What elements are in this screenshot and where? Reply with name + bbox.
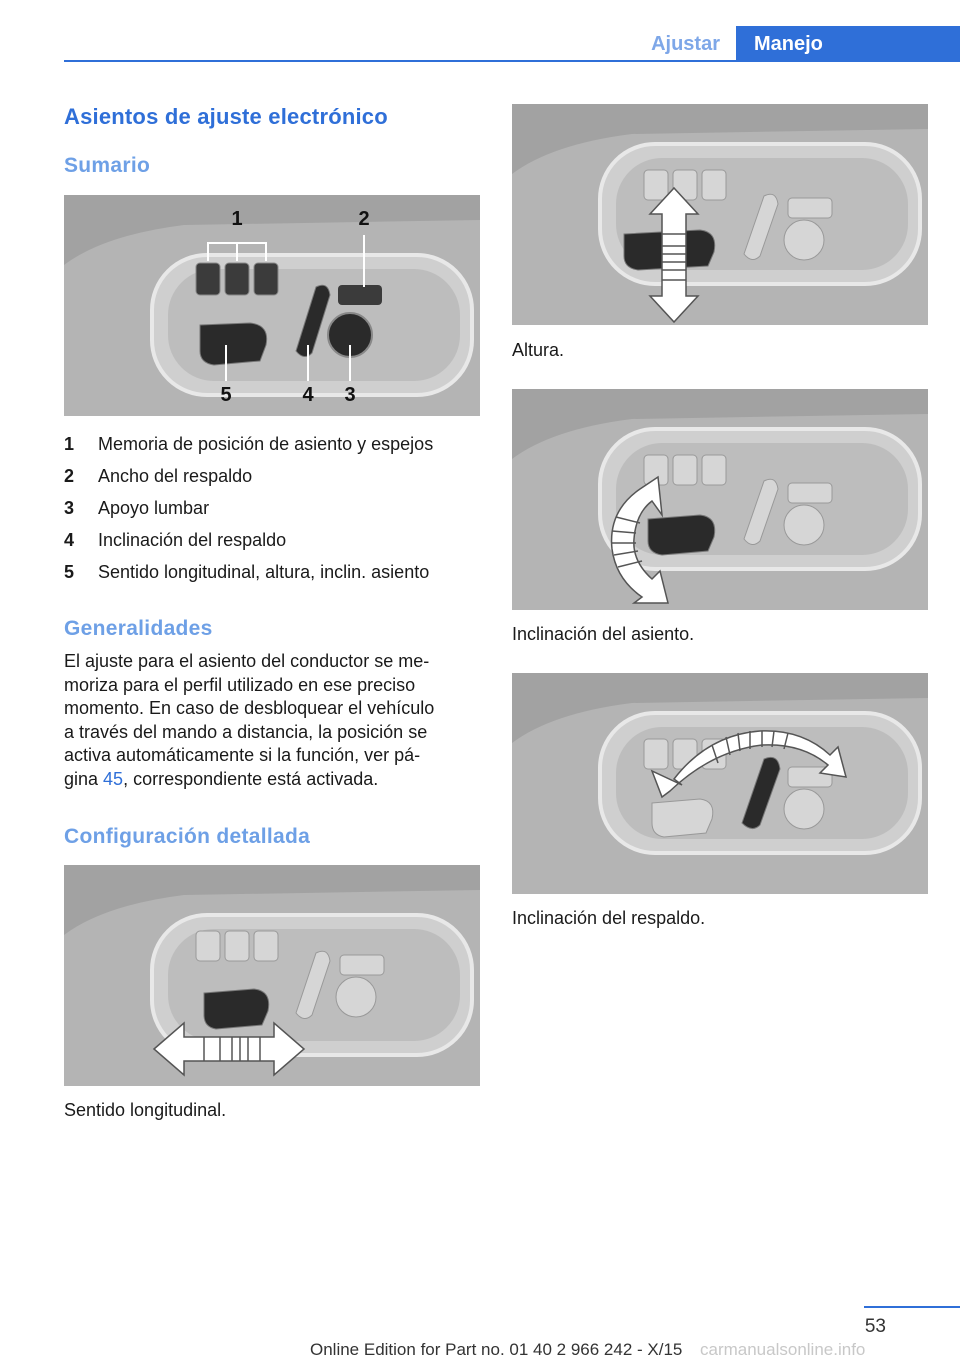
legend-item: 3 Apoyo lumbar [64, 492, 480, 524]
figure-label-3: 3 [344, 384, 355, 406]
legend-item: 5 Sentido longitudinal, altura, inclin. … [64, 556, 480, 588]
tab-ajustar[interactable]: Ajustar [651, 33, 720, 55]
paragraph-line: activa automáticamente si la función, ve… [64, 745, 421, 765]
legend-item: 2 Ancho del respaldo [64, 460, 480, 492]
header-rule [64, 60, 960, 62]
tab-manejo[interactable]: Manejo [736, 26, 960, 62]
watermark: carmanualsonline.info [700, 1340, 866, 1359]
legend-text: Memoria de posición de asiento y espejos [98, 433, 434, 454]
paragraph-line: a través del mando a distancia, la posic… [64, 721, 428, 742]
legend-number: 4 [64, 529, 75, 550]
paragraph-line: gina 45, correspondiente está activada. [64, 768, 480, 792]
legend-number: 5 [64, 561, 75, 582]
legend-text: Ancho del respaldo [98, 465, 253, 486]
figure-label-5: 5 [220, 384, 231, 406]
legend-number: 3 [64, 497, 75, 518]
caption-longitudinal: Sentido longitudinal. [64, 1100, 227, 1120]
page-number: 53 [864, 1316, 886, 1337]
paragraph-line: El ajuste para el asiento del conductor … [64, 651, 430, 671]
edition-note: Online Edition for Part no. 01 40 2 966 … [310, 1340, 683, 1359]
caption-inclinacion-asiento: Inclinación del asiento. [512, 624, 695, 644]
figure-label-2: 2 [358, 208, 369, 230]
legend-text: Inclinación del respaldo [98, 529, 287, 550]
caption-inclinacion-respaldo: Inclinación del respaldo. [512, 908, 706, 928]
legend-item: 1 Memoria de posición de asiento y espej… [64, 428, 480, 460]
paragraph-text: gina [64, 768, 104, 789]
page-link-45[interactable]: 45 [103, 768, 124, 789]
figure-label-1: 1 [231, 208, 242, 230]
legend-number: 1 [64, 433, 75, 454]
paragraph-line: moriza para el perfil utilizado en ese p… [64, 674, 416, 695]
legend-item: 4 Inclinación del respaldo [64, 524, 480, 556]
detalle-heading: Configuración detallada [64, 825, 311, 848]
backrest-tilt-figure [512, 673, 928, 894]
footer-rule [864, 1306, 960, 1308]
caption-altura: Altura. [512, 340, 565, 360]
seat-tilt-figure [512, 389, 928, 610]
sumario-legend: 1 Memoria de posición de asiento y espej… [64, 428, 480, 588]
legend-number: 2 [64, 465, 75, 486]
seat-controls-overview-figure: 1 2 3 4 5 [64, 195, 480, 416]
seat-longitudinal-figure [64, 865, 480, 1086]
seat-height-figure [512, 104, 928, 325]
paragraph-text: , correspondiente está activada. [123, 768, 379, 789]
generalidades-paragraph: El ajuste para el asiento del conductor … [64, 650, 480, 791]
legend-text: Apoyo lumbar [98, 497, 210, 518]
section-title: Asientos de ajuste electrónico [64, 104, 388, 129]
generalidades-heading: Generalidades [64, 617, 213, 640]
figure-label-4: 4 [302, 384, 314, 406]
sumario-heading: Sumario [64, 154, 151, 177]
legend-text: Sentido longitudinal, altura, inclin. as… [98, 561, 430, 582]
paragraph-line: momento. En caso de desbloquear el vehíc… [64, 698, 435, 718]
